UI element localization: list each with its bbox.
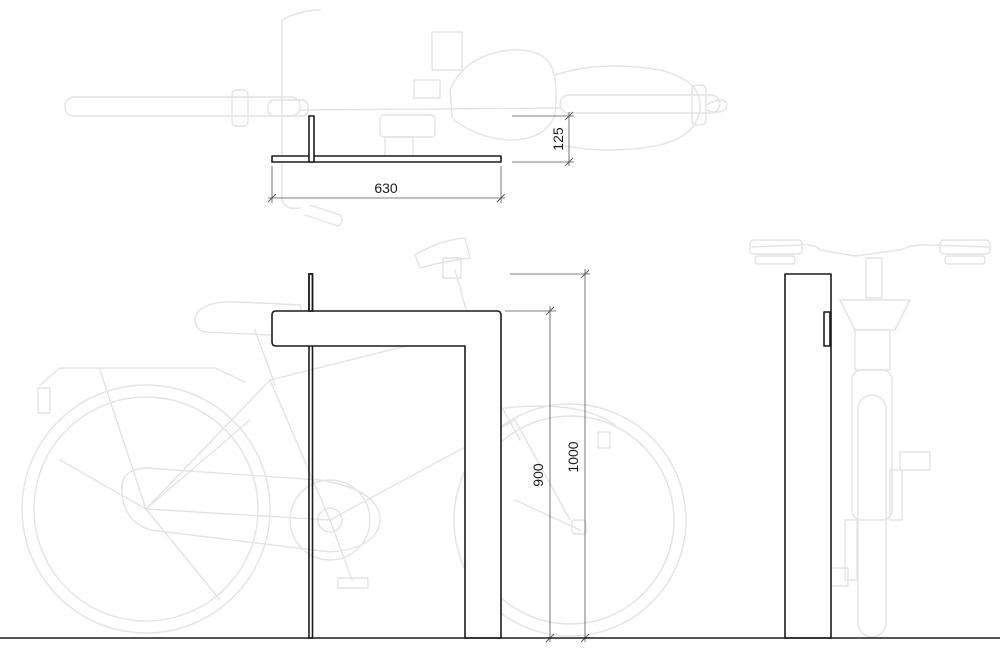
arm-height-dimension: 900: [505, 306, 556, 643]
dimension-label-width: 630: [374, 180, 398, 196]
side-rack: [271, 273, 502, 639]
dimension-label-arm-height: 900: [530, 463, 546, 487]
plan-rack: [271, 115, 502, 163]
side-bike-ghost: [21, 237, 687, 637]
front-rack: [784, 273, 832, 639]
dimension-label-depth: 125: [550, 127, 566, 151]
dimension-label-total-height: 1000: [565, 441, 581, 472]
plan-view: 630 125: [64, 9, 728, 227]
plan-bike-ghost: [64, 9, 728, 227]
plan-depth-dimension: 125: [512, 111, 574, 167]
front-elevation: [749, 239, 991, 639]
side-elevation: 900 1000: [21, 237, 687, 643]
rack-profile: [271, 310, 502, 639]
plan-width-dimension: 630: [267, 166, 506, 203]
front-bike-ghost: [749, 239, 991, 638]
total-height-dimension: 1000: [510, 269, 590, 643]
